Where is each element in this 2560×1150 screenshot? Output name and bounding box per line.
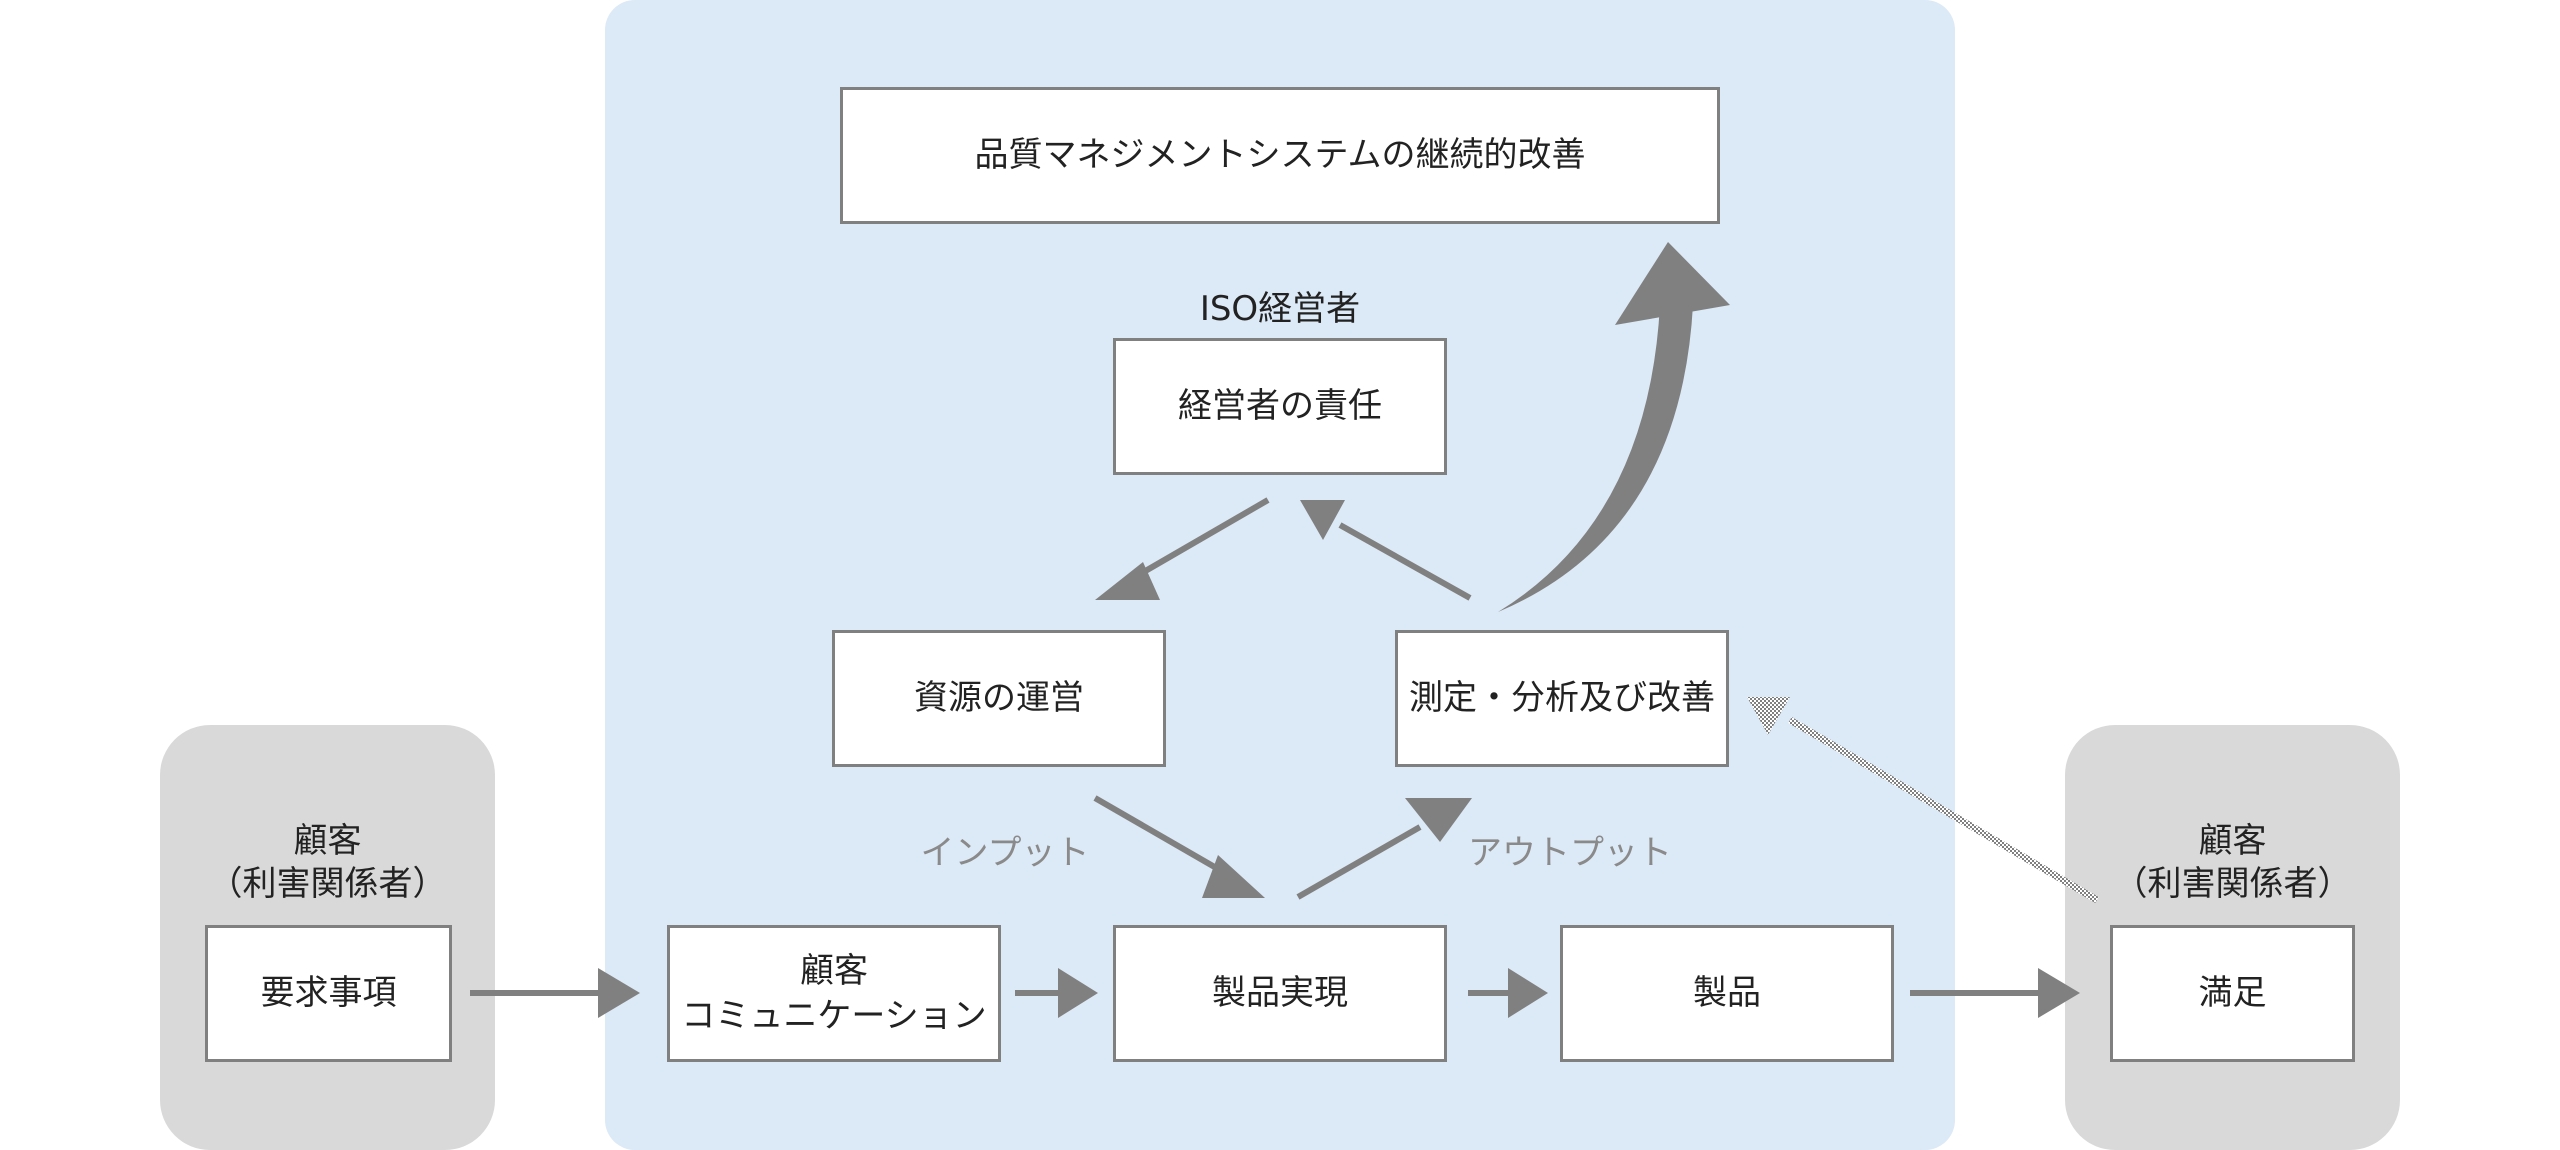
input-label: インプット [920,833,1090,873]
arrow-measurement-to-management [1300,500,1472,601]
resource-management-box: 資源の運営 [832,630,1166,767]
satisfaction-box: 満足 [2110,925,2355,1062]
arrow-realization-to-product [1468,968,1548,1018]
customer-communication-box: 顧客 コミュニケーション [667,925,1001,1062]
arrow-output-to-measurement [1296,798,1472,900]
output-label: アウトプット [1468,833,1672,873]
arrow-management-to-resources [1095,497,1270,600]
arrow-feedback-dotted [1747,697,2099,904]
product-realization-box: 製品実現 [1113,925,1447,1062]
arrow-communication-to-realization [1015,968,1098,1018]
product-box: 製品 [1560,925,1894,1062]
arrow-requirements-to-communication [470,968,640,1018]
arrow-product-to-satisfaction [1910,968,2080,1018]
requirements-box: 要求事項 [205,925,452,1062]
customer-label-right: 顧客 （利害関係者） [2113,821,2352,904]
customer-label-left: 顧客 （利害関係者） [208,821,447,904]
measurement-analysis-box: 測定・分析及び改善 [1395,630,1729,767]
management-responsibility-box: 経営者の責任 [1113,338,1447,475]
arrow-input-to-realization [1093,795,1265,898]
iso-management-label: ISO経営者 [1199,289,1361,329]
arrow-improvement-curve [1498,242,1730,612]
continual-improvement-box: 品質マネジメントシステムの継続的改善 [840,87,1720,224]
